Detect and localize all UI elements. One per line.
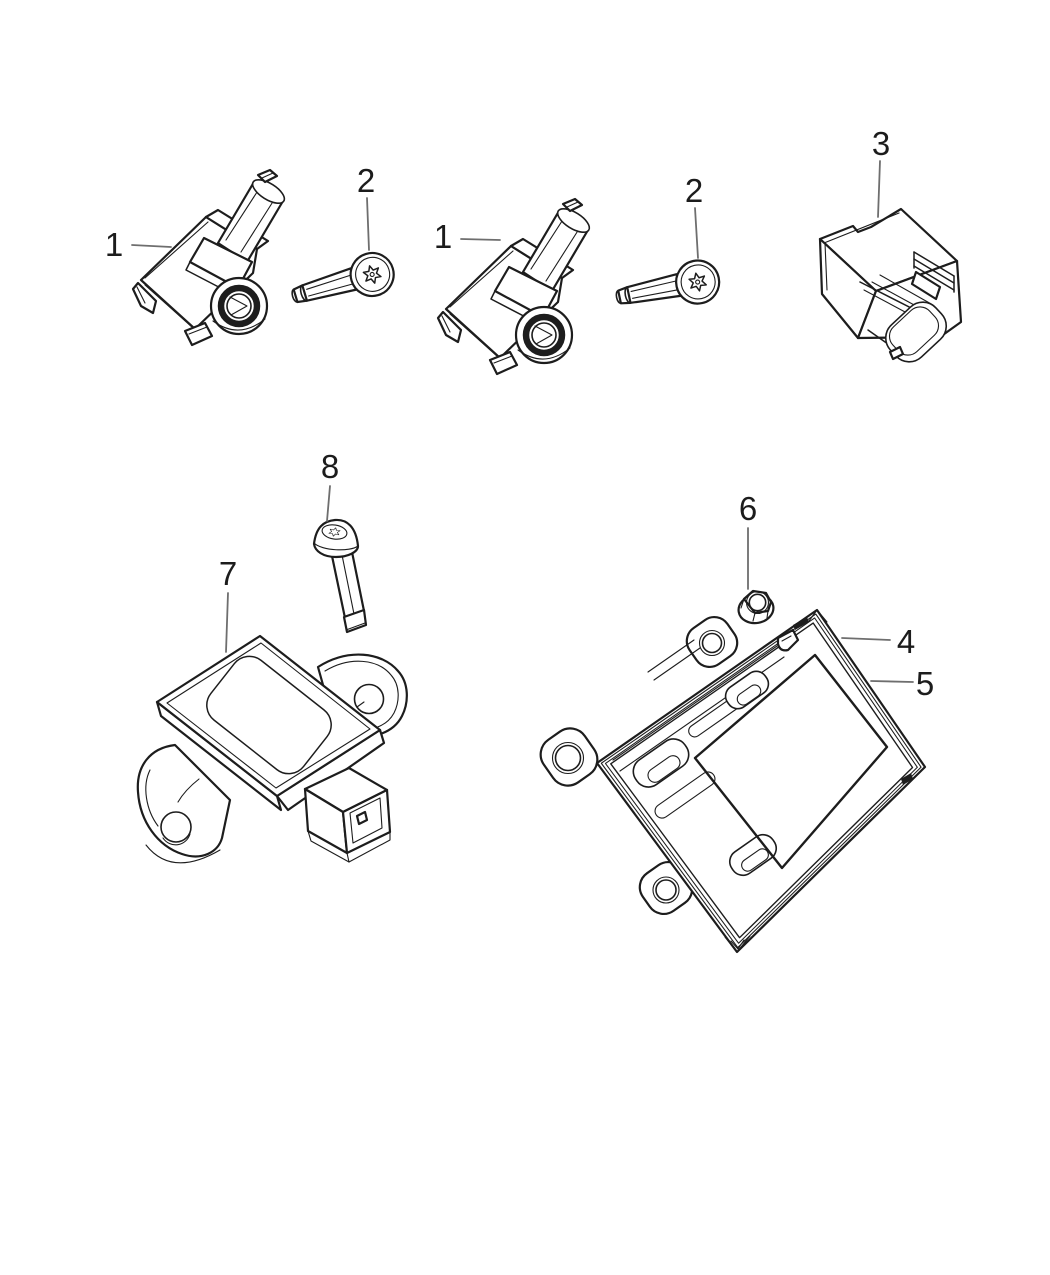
mounting-hole <box>554 744 582 772</box>
sensor-connector <box>303 766 392 863</box>
mounting-hole <box>353 683 385 715</box>
pressure-sensor <box>136 634 408 864</box>
callout-1-left: 1 <box>105 226 123 263</box>
callout-labels: 1 2 1 2 3 8 7 6 4 5 <box>105 125 934 702</box>
mounting-hole <box>655 879 677 901</box>
leader-1-left <box>131 244 172 248</box>
module-lid <box>693 653 889 870</box>
leader-lines <box>131 160 914 683</box>
nut-bore <box>748 593 767 612</box>
callout-8: 8 <box>321 448 339 485</box>
sensor-label-area <box>206 655 332 775</box>
module-terminal-fins <box>910 251 955 301</box>
sensor-mounting-screw-left <box>287 248 399 319</box>
leader-4 <box>841 637 891 641</box>
flange-nut <box>737 589 775 625</box>
callout-7: 7 <box>219 555 237 592</box>
front-impact-sensor-right <box>438 199 593 374</box>
front-impact-sensor-left <box>133 170 288 345</box>
airbag-control-module <box>539 608 927 954</box>
sensor-top-plate <box>155 634 382 798</box>
leader-3 <box>877 160 881 218</box>
leader-2-right <box>694 207 699 259</box>
leader-7 <box>225 592 229 653</box>
mounting-hole <box>701 632 723 654</box>
sensor-left-ear <box>136 743 232 864</box>
leader-1-right <box>460 238 501 241</box>
leader-8 <box>326 485 331 522</box>
connector-bay <box>724 670 770 710</box>
mounting-stud-bracket <box>776 628 800 652</box>
connector-slot <box>654 771 716 819</box>
callout-1-right: 1 <box>434 218 452 255</box>
callout-2-left: 2 <box>357 162 375 199</box>
sensor-mounting-screw-right <box>612 257 723 321</box>
callout-3: 3 <box>872 125 890 162</box>
callout-2-right: 2 <box>685 172 703 209</box>
callout-5: 5 <box>916 665 934 702</box>
leader-5 <box>870 680 914 683</box>
screw-tip <box>342 608 368 634</box>
connector-bay <box>632 738 690 788</box>
leader-2-left <box>366 197 370 251</box>
callout-6: 6 <box>739 490 757 527</box>
side-impact-sensor-module <box>818 207 963 363</box>
module-housing-edge <box>610 622 914 939</box>
pressure-sensor-screw <box>312 518 368 634</box>
clip-detail <box>793 617 809 630</box>
mounting-hole <box>160 811 192 843</box>
module-connector-barrel <box>859 274 948 363</box>
callout-4: 4 <box>897 623 915 660</box>
clip-detail <box>901 773 913 785</box>
